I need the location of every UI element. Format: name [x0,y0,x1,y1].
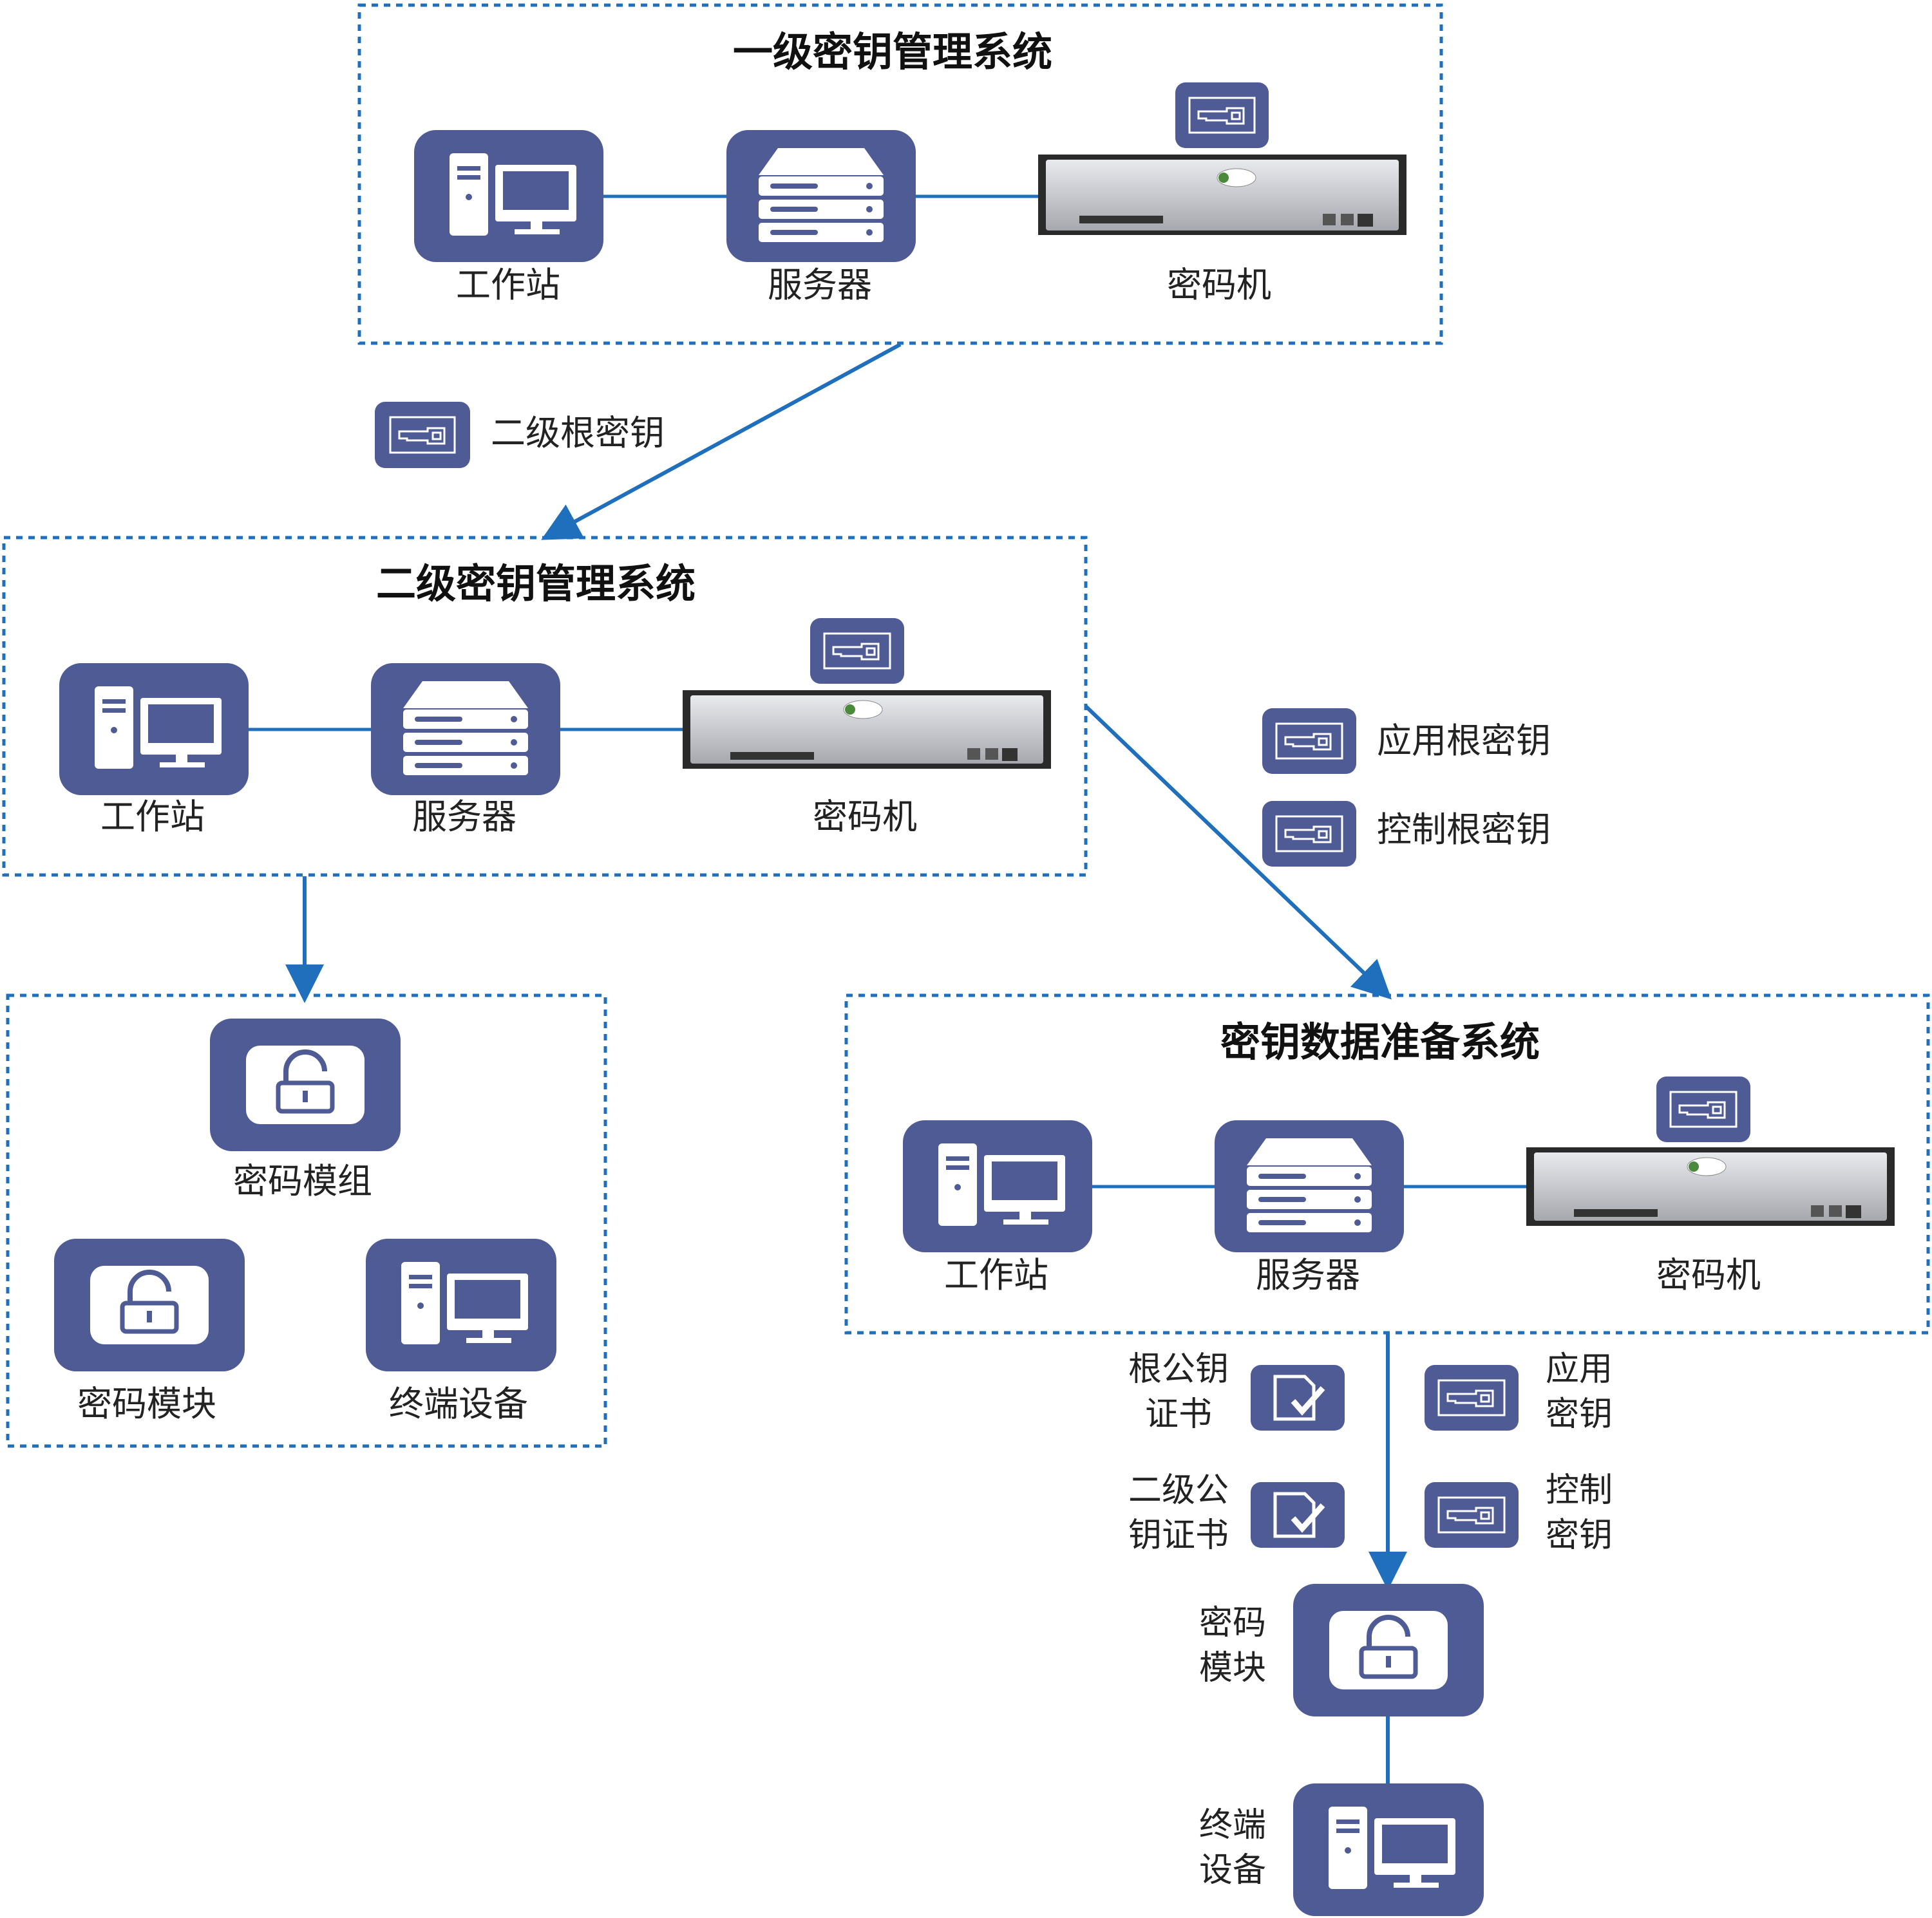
server-icon [403,681,528,775]
l1-server-label: 服务器 [768,265,872,305]
prep-hsm-device [1526,1147,1895,1226]
key-icon [1437,1496,1506,1534]
root-cert-line2: 证书 [1145,1395,1213,1434]
lock-icon [1329,1611,1448,1689]
key-icon [1437,1379,1506,1416]
l2-server-tile [371,663,560,795]
prep-workstation-tile [903,1120,1092,1252]
l2-workstation-tile [59,663,249,795]
key-icon [1275,722,1343,760]
key-icon [1188,97,1256,134]
arrow-l2-to-prep [1084,704,1392,1000]
app-key-tile [1425,1365,1519,1431]
l2-server-label: 服务器 [412,796,516,837]
l1-workstation-label: 工作站 [456,265,560,305]
workstation-icon [401,1262,528,1344]
root-cert-tile [1251,1365,1345,1431]
prep-workstation-label: 工作站 [944,1255,1048,1295]
certificate-icon [1273,1375,1325,1421]
key-icon [823,632,891,670]
l2-hsm-key-tile [810,618,904,684]
l1-workstation-tile [414,130,603,262]
prep-server-label: 服务器 [1256,1255,1360,1295]
app-key-line1: 应用 [1546,1350,1613,1389]
l2-cert-label: 二级公 钥证书 [1128,1468,1229,1558]
prep-hsm-label: 密码机 [1656,1255,1761,1295]
root-cert-label: 根公钥 证书 [1128,1347,1229,1437]
arrow-l1-to-l2 [541,343,902,540]
endpoint-terminal-tile [1293,1783,1484,1916]
l2-hsm-label: 密码机 [813,796,917,837]
server-icon [759,148,884,242]
workstation-icon [450,153,576,236]
level1-boundary [357,3,1443,345]
server-icon [1247,1138,1372,1232]
app-root-key-tile [1262,708,1356,774]
certificate-icon [1273,1492,1325,1538]
endpoint-module-line1: 密码 [1199,1604,1267,1642]
l2-workstation-label: 工作站 [100,796,205,837]
app-root-key-label: 应用根密钥 [1377,720,1551,761]
bl-module-label: 密码模块 [77,1384,216,1424]
bl-terminal-label: 终端设备 [389,1384,528,1424]
key-icon [389,416,456,454]
ctrl-key-tile [1425,1482,1519,1548]
bl-module-tile [54,1239,245,1371]
workstation-icon [938,1143,1065,1226]
transfer1-key-tile [375,402,470,468]
app-key-label: 应用 密钥 [1546,1347,1613,1437]
ctrl-key-label: 控制 密钥 [1546,1468,1613,1558]
l2-cert-line1: 二级公 [1128,1471,1229,1510]
prep-title: 密钥数据准备系统 [1220,1019,1540,1066]
l2-hsm-device [683,690,1051,769]
prep-server-tile [1215,1120,1404,1252]
app-key-line2: 密钥 [1546,1395,1613,1434]
key-icon [1275,815,1343,852]
endpoint-module-line2: 模块 [1199,1649,1267,1688]
l1-hsm-key-tile [1175,82,1269,148]
bl-terminal-tile [366,1239,556,1371]
ctrl-root-key-label: 控制根密钥 [1377,809,1551,850]
workstation-icon [95,686,222,769]
lock-icon [90,1266,209,1344]
module-group-tile [210,1019,401,1151]
workstation-icon [1329,1807,1455,1889]
l1-hsm-device [1038,155,1406,235]
root-cert-line1: 根公钥 [1128,1350,1229,1389]
key-icon [1669,1091,1738,1128]
endpoint-terminal-line2: 设备 [1199,1851,1267,1890]
l2-cert-line2: 钥证书 [1128,1516,1229,1556]
lock-icon [246,1046,365,1124]
l2-cert-tile [1251,1482,1345,1548]
level1-title: 一级密钥管理系统 [733,28,1053,75]
endpoint-terminal-line1: 终端 [1199,1806,1267,1845]
endpoint-module-tile [1293,1584,1484,1716]
module-group-label: 密码模组 [233,1161,372,1201]
prep-hsm-key-tile [1656,1077,1750,1142]
transfer1-label: 二级根密钥 [491,413,665,453]
ctrl-key-line2: 密钥 [1546,1516,1613,1556]
endpoint-terminal-label: 终端 设备 [1199,1803,1266,1893]
l1-server-tile [726,130,916,262]
level2-title: 二级密钥管理系统 [376,560,696,607]
endpoint-module-label: 密码 模块 [1199,1601,1266,1691]
ctrl-key-line1: 控制 [1546,1471,1613,1510]
l1-hsm-label: 密码机 [1167,265,1271,305]
ctrl-root-key-tile [1262,801,1356,867]
